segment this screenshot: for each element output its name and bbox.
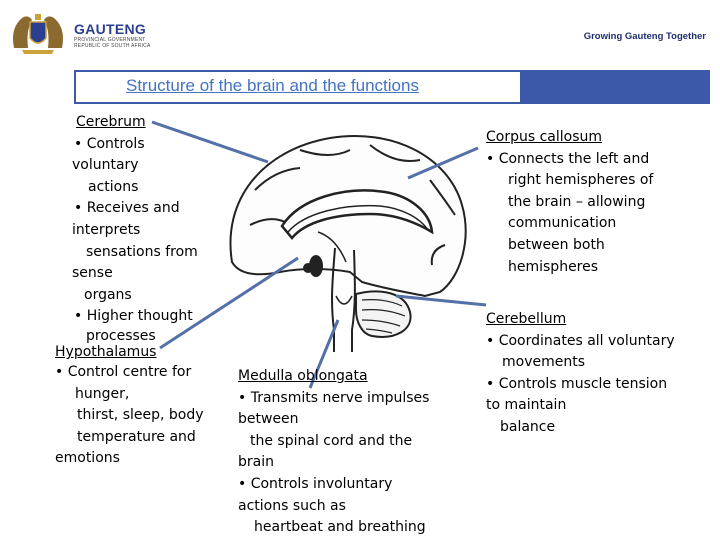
corpus-callosum-pointer xyxy=(407,146,479,180)
hypothalamus-heading: Hypothalamus xyxy=(55,344,157,360)
cerebellum-line: to maintain xyxy=(486,397,567,414)
hypothalamus-line: temperature and xyxy=(77,428,196,445)
medulla-pointer xyxy=(308,319,340,389)
cerebellum-heading: Cerebellum xyxy=(486,311,567,327)
hypothalamus-line: hunger, xyxy=(75,385,130,402)
cerebrum-line: organs xyxy=(84,286,132,303)
slogan: Growing Gauteng Together xyxy=(583,31,706,42)
medulla-line: • Transmits nerve impulses xyxy=(238,389,430,406)
corpus-callosum-line: • Connects the left and xyxy=(486,150,650,167)
medulla-line: • Controls involuntary xyxy=(238,475,393,492)
cerebrum-line: sense xyxy=(72,265,113,282)
cerebrum-line: • Controls xyxy=(74,135,145,152)
coat-of-arms-logo xyxy=(13,14,63,54)
hypothalamus-line: • Control centre for xyxy=(55,364,192,380)
hypothalamus-line: emotions xyxy=(55,450,120,467)
hypothalamus-label: Hypothalamus • Control centre for hunger… xyxy=(55,342,204,470)
cerebrum-heading: Cerebrum xyxy=(76,114,146,130)
medulla-line: heartbeat and breathing xyxy=(254,519,426,536)
brand: GAUTENG PROVINCIAL GOVERNMENT REPUBLIC O… xyxy=(74,21,151,50)
cerebellum-line: • Coordinates all voluntary xyxy=(486,332,675,349)
cerebrum-line: • Receives and xyxy=(74,200,180,217)
cerebellum-label: Cerebellum • Coordinates all voluntary m… xyxy=(486,309,675,439)
medulla-line: brain xyxy=(238,454,274,471)
brand-name: GAUTENG xyxy=(74,21,147,37)
medulla-line: the spinal cord and the xyxy=(250,432,413,449)
title-box xyxy=(76,72,520,102)
medulla-line: actions such as xyxy=(238,497,346,514)
medulla-oblongata-label: Medulla oblongata • Transmits nerve impu… xyxy=(238,366,429,539)
cerebrum-line: sensations from xyxy=(86,243,198,260)
page-title: Structure of the brain and the functions xyxy=(126,76,419,95)
cerebrum-label: Cerebrum • Controls voluntary actions • … xyxy=(72,112,198,344)
corpus-callosum-line: communication xyxy=(508,215,617,232)
cerebrum-pointer xyxy=(151,120,269,164)
cerebrum-line: actions xyxy=(88,178,139,195)
cerebellum-line: balance xyxy=(500,418,556,435)
corpus-callosum-heading: Corpus callosum xyxy=(486,129,603,145)
cerebrum-line: processes xyxy=(86,327,156,344)
corpus-callosum-line: right hemispheres of xyxy=(508,172,654,189)
cerebrum-line: voluntary xyxy=(72,157,139,174)
medulla-heading: Medulla oblongata xyxy=(238,368,368,384)
corpus-callosum-line: hemispheres xyxy=(508,258,599,275)
hypothalamus-line: thirst, sleep, body xyxy=(77,407,204,424)
medulla-line: between xyxy=(238,411,299,428)
cerebellum-pointer xyxy=(395,294,487,307)
cerebrum-line: • Higher thought xyxy=(74,308,193,325)
pointer-lines xyxy=(151,120,487,389)
corpus-callosum-label: Corpus callosum • Connects the left and … xyxy=(486,127,653,278)
brain-illustration xyxy=(229,134,467,352)
brand-subtitle-1: PROVINCIAL GOVERNMENT xyxy=(74,37,146,43)
cerebellum-line: • Controls muscle tension xyxy=(486,375,668,392)
cerebellum-line: movements xyxy=(502,354,586,371)
corpus-callosum-line: between both xyxy=(508,236,605,253)
cerebrum-line: interprets xyxy=(72,221,141,238)
hypothalamus-pointer xyxy=(159,256,299,350)
brand-subtitle-2: REPUBLIC OF SOUTH AFRICA xyxy=(74,43,151,49)
corpus-callosum-line: the brain – allowing xyxy=(508,193,646,210)
header: GAUTENG PROVINCIAL GOVERNMENT REPUBLIC O… xyxy=(0,0,720,70)
